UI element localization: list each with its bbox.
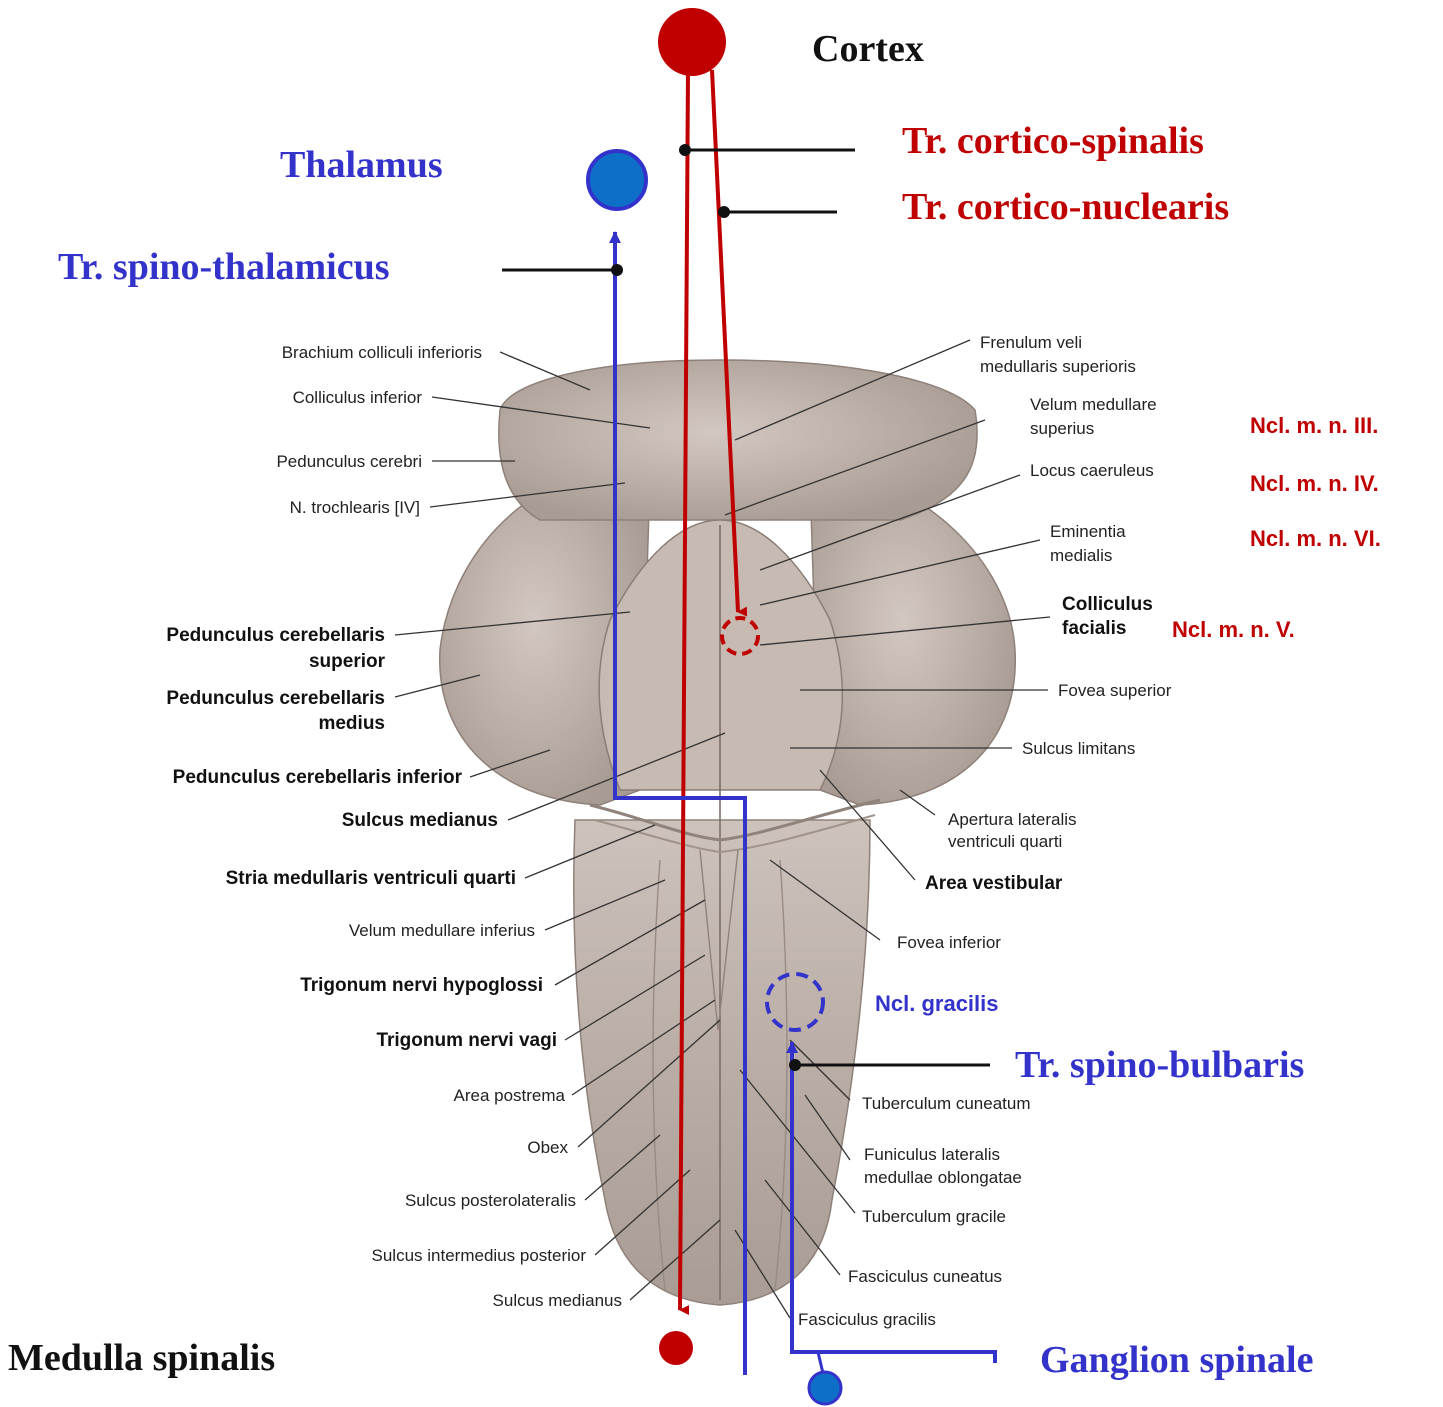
label-eminentia-line2: medialis xyxy=(1050,546,1112,565)
label-tuberculum-cuneatum: Tuberculum cuneatum xyxy=(862,1094,1031,1113)
label-medulla-spinalis: Medulla spinalis xyxy=(8,1337,275,1379)
label-apertura-line2: ventriculi quarti xyxy=(948,832,1062,851)
label-ganglion-spinale: Ganglion spinale xyxy=(1040,1339,1313,1381)
label-locus-caeruleus: Locus caeruleus xyxy=(1030,461,1154,480)
label-ped-cerebellaris-medius-line1: Pedunculus cerebellaris xyxy=(166,688,385,709)
label-apertura-line1: Apertura lateralis xyxy=(948,810,1077,829)
pointer-dot-spino-thalamicus xyxy=(611,264,623,276)
label-frenulum-line1: Frenulum veli xyxy=(980,333,1082,352)
label-cortex: Cortex xyxy=(812,28,924,70)
pointer-dot-spino-bulbaris xyxy=(789,1059,801,1071)
ganglion-spinale-neuron xyxy=(809,1372,841,1404)
label-funiculus-line1: Funiculus lateralis xyxy=(864,1145,1000,1164)
label-trigonum-vagi: Trigonum nervi vagi xyxy=(376,1030,557,1051)
label-ncl-n6: Ncl. m. n. VI. xyxy=(1250,526,1381,551)
spinal-motor-neuron xyxy=(659,1331,693,1365)
label-sulcus-posterolateralis: Sulcus posterolateralis xyxy=(405,1191,576,1210)
label-ncl-n5: Ncl. m. n. V. xyxy=(1172,617,1295,642)
label-fovea-superior: Fovea superior xyxy=(1058,681,1172,700)
label-sulcus-medianus-lower: Sulcus medianus xyxy=(493,1291,622,1310)
thalamus-neuron xyxy=(588,151,646,209)
label-n-trochlearis: N. trochlearis [IV] xyxy=(290,498,420,517)
label-area-postrema: Area postrema xyxy=(454,1086,566,1105)
label-frenulum-line2: medullaris superioris xyxy=(980,357,1136,376)
label-stria-medullaris: Stria medullaris ventriculi quarti xyxy=(226,868,516,889)
label-velum-medullare-inferius: Velum medullare inferius xyxy=(349,921,535,940)
pointer-dot-cortico-nuclearis xyxy=(718,206,730,218)
label-ped-cerebellaris-superior-line1: Pedunculus cerebellaris xyxy=(166,625,385,646)
label-tr-cortico-nuclearis: Tr. cortico-nuclearis xyxy=(902,186,1229,228)
label-ped-cerebellaris-medius-line2: medius xyxy=(318,713,385,734)
label-fasciculus-cuneatus: Fasciculus cuneatus xyxy=(848,1267,1002,1286)
label-colliculus-facialis-line1: Colliculus xyxy=(1062,594,1153,615)
cortex-neuron xyxy=(658,8,726,76)
label-tr-spino-thalamicus: Tr. spino-thalamicus xyxy=(58,246,390,288)
label-velum-superius-line1: Velum medullare xyxy=(1030,395,1157,414)
label-tr-spino-bulbaris: Tr. spino-bulbaris xyxy=(1015,1044,1304,1086)
label-area-vestibularis: Area vestibular xyxy=(925,873,1063,894)
label-fovea-inferior: Fovea inferior xyxy=(897,933,1001,952)
label-ncl-n3: Ncl. m. n. III. xyxy=(1250,413,1378,438)
label-ped-cerebellaris-inferior: Pedunculus cerebellaris inferior xyxy=(173,767,463,788)
label-obex: Obex xyxy=(527,1138,568,1157)
label-ncl-gracilis: Ncl. gracilis xyxy=(875,991,999,1016)
label-colliculus-facialis-line2: facialis xyxy=(1062,618,1126,639)
label-ncl-n4: Ncl. m. n. IV. xyxy=(1250,471,1379,496)
label-tuberculum-gracile: Tuberculum gracile xyxy=(862,1207,1006,1226)
label-sulcus-intermedius-posterior: Sulcus intermedius posterior xyxy=(372,1246,587,1265)
label-fasciculus-gracilis: Fasciculus gracilis xyxy=(798,1310,936,1329)
label-eminentia-line1: Eminentia xyxy=(1050,522,1126,541)
label-trigonum-hypoglossi: Trigonum nervi hypoglossi xyxy=(300,975,543,996)
label-ped-cerebellaris-superior-line2: superior xyxy=(309,651,386,672)
label-sulcus-limitans: Sulcus limitans xyxy=(1022,739,1135,758)
label-thalamus: Thalamus xyxy=(280,144,443,186)
label-sulcus-medianus: Sulcus medianus xyxy=(342,810,498,831)
label-brachium-colliculi-inferioris: Brachium colliculi inferioris xyxy=(282,343,482,362)
label-velum-superius-line2: superius xyxy=(1030,419,1094,438)
label-colliculus-inferior: Colliculus inferior xyxy=(293,388,423,407)
label-tr-cortico-spinalis: Tr. cortico-spinalis xyxy=(902,120,1204,162)
label-pedunculus-cerebri: Pedunculus cerebri xyxy=(276,452,422,471)
pointer-dot-cortico-spinalis xyxy=(679,144,691,156)
label-funiculus-line2: medullae oblongatae xyxy=(864,1168,1022,1187)
